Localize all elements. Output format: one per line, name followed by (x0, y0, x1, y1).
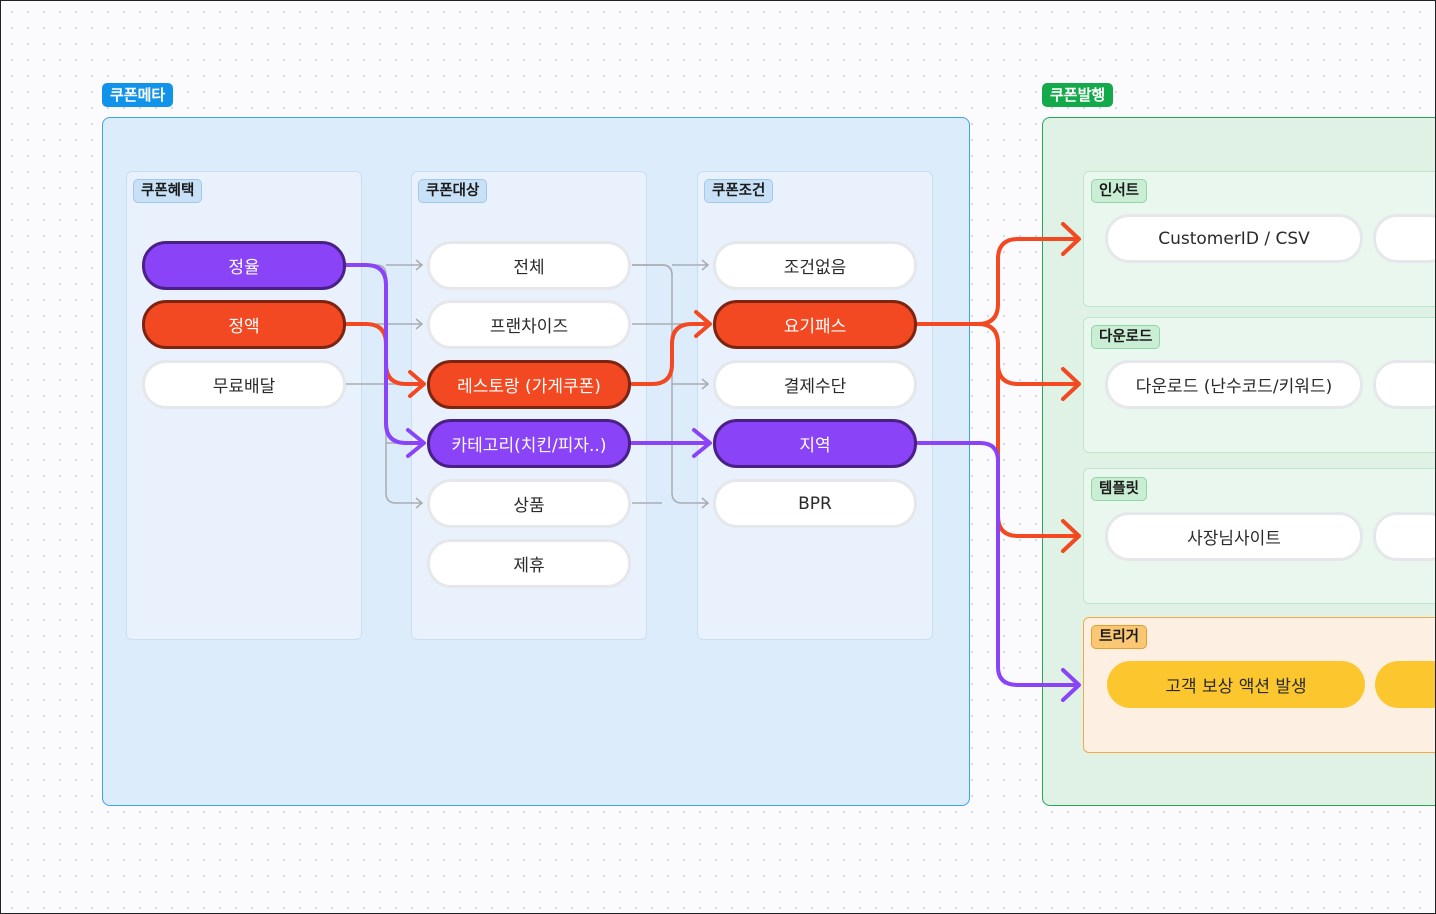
insert-section-label[interactable]: 인서트 (1091, 179, 1148, 203)
coupon-meta-tag[interactable]: 쿠폰메타 (102, 83, 174, 107)
target-node-product[interactable]: 상품 (427, 479, 631, 528)
condition-node-payment[interactable]: 결제수단 (713, 360, 917, 409)
condition-panel-label[interactable]: 쿠폰조건 (704, 179, 774, 203)
download-node-more[interactable] (1373, 360, 1436, 409)
benefit-node-fixed[interactable]: 정액 (142, 300, 346, 349)
trigger-node-reward-action[interactable]: 고객 보상 액션 발생 (1107, 661, 1365, 708)
benefit-node-rate[interactable]: 정율 (142, 241, 346, 290)
target-node-category[interactable]: 카테고리(치킨/피자..) (427, 419, 631, 468)
template-node-more[interactable] (1373, 512, 1436, 561)
target-node-all[interactable]: 전체 (427, 241, 631, 290)
template-section-label[interactable]: 템플릿 (1091, 477, 1148, 501)
benefit-panel-label[interactable]: 쿠폰혜택 (133, 179, 203, 203)
trigger-node-more[interactable] (1375, 661, 1436, 708)
condition-node-bpr[interactable]: BPR (713, 479, 917, 528)
target-panel-label[interactable]: 쿠폰대상 (418, 179, 488, 203)
target-node-franchise[interactable]: 프랜차이즈 (427, 300, 631, 349)
condition-node-region[interactable]: 지역 (713, 419, 917, 468)
template-node-owner-site[interactable]: 사장님사이트 (1105, 512, 1363, 561)
download-section-label[interactable]: 다운로드 (1091, 325, 1161, 349)
target-node-partnership[interactable]: 제휴 (427, 539, 631, 588)
insert-node-customer-csv[interactable]: CustomerID / CSV (1105, 214, 1363, 263)
coupon-issue-tag[interactable]: 쿠폰발행 (1042, 83, 1114, 107)
benefit-node-free-delivery[interactable]: 무료배달 (142, 360, 346, 409)
download-node-code-keyword[interactable]: 다운로드 (난수코드/키워드) (1105, 360, 1363, 409)
target-node-restaurant[interactable]: 레스토랑 (가게쿠폰) (427, 360, 631, 409)
trigger-section-label[interactable]: 트리거 (1091, 625, 1148, 649)
condition-node-none[interactable]: 조건없음 (713, 241, 917, 290)
insert-node-more[interactable] (1373, 214, 1436, 263)
condition-node-yogipass[interactable]: 요기패스 (713, 300, 917, 349)
